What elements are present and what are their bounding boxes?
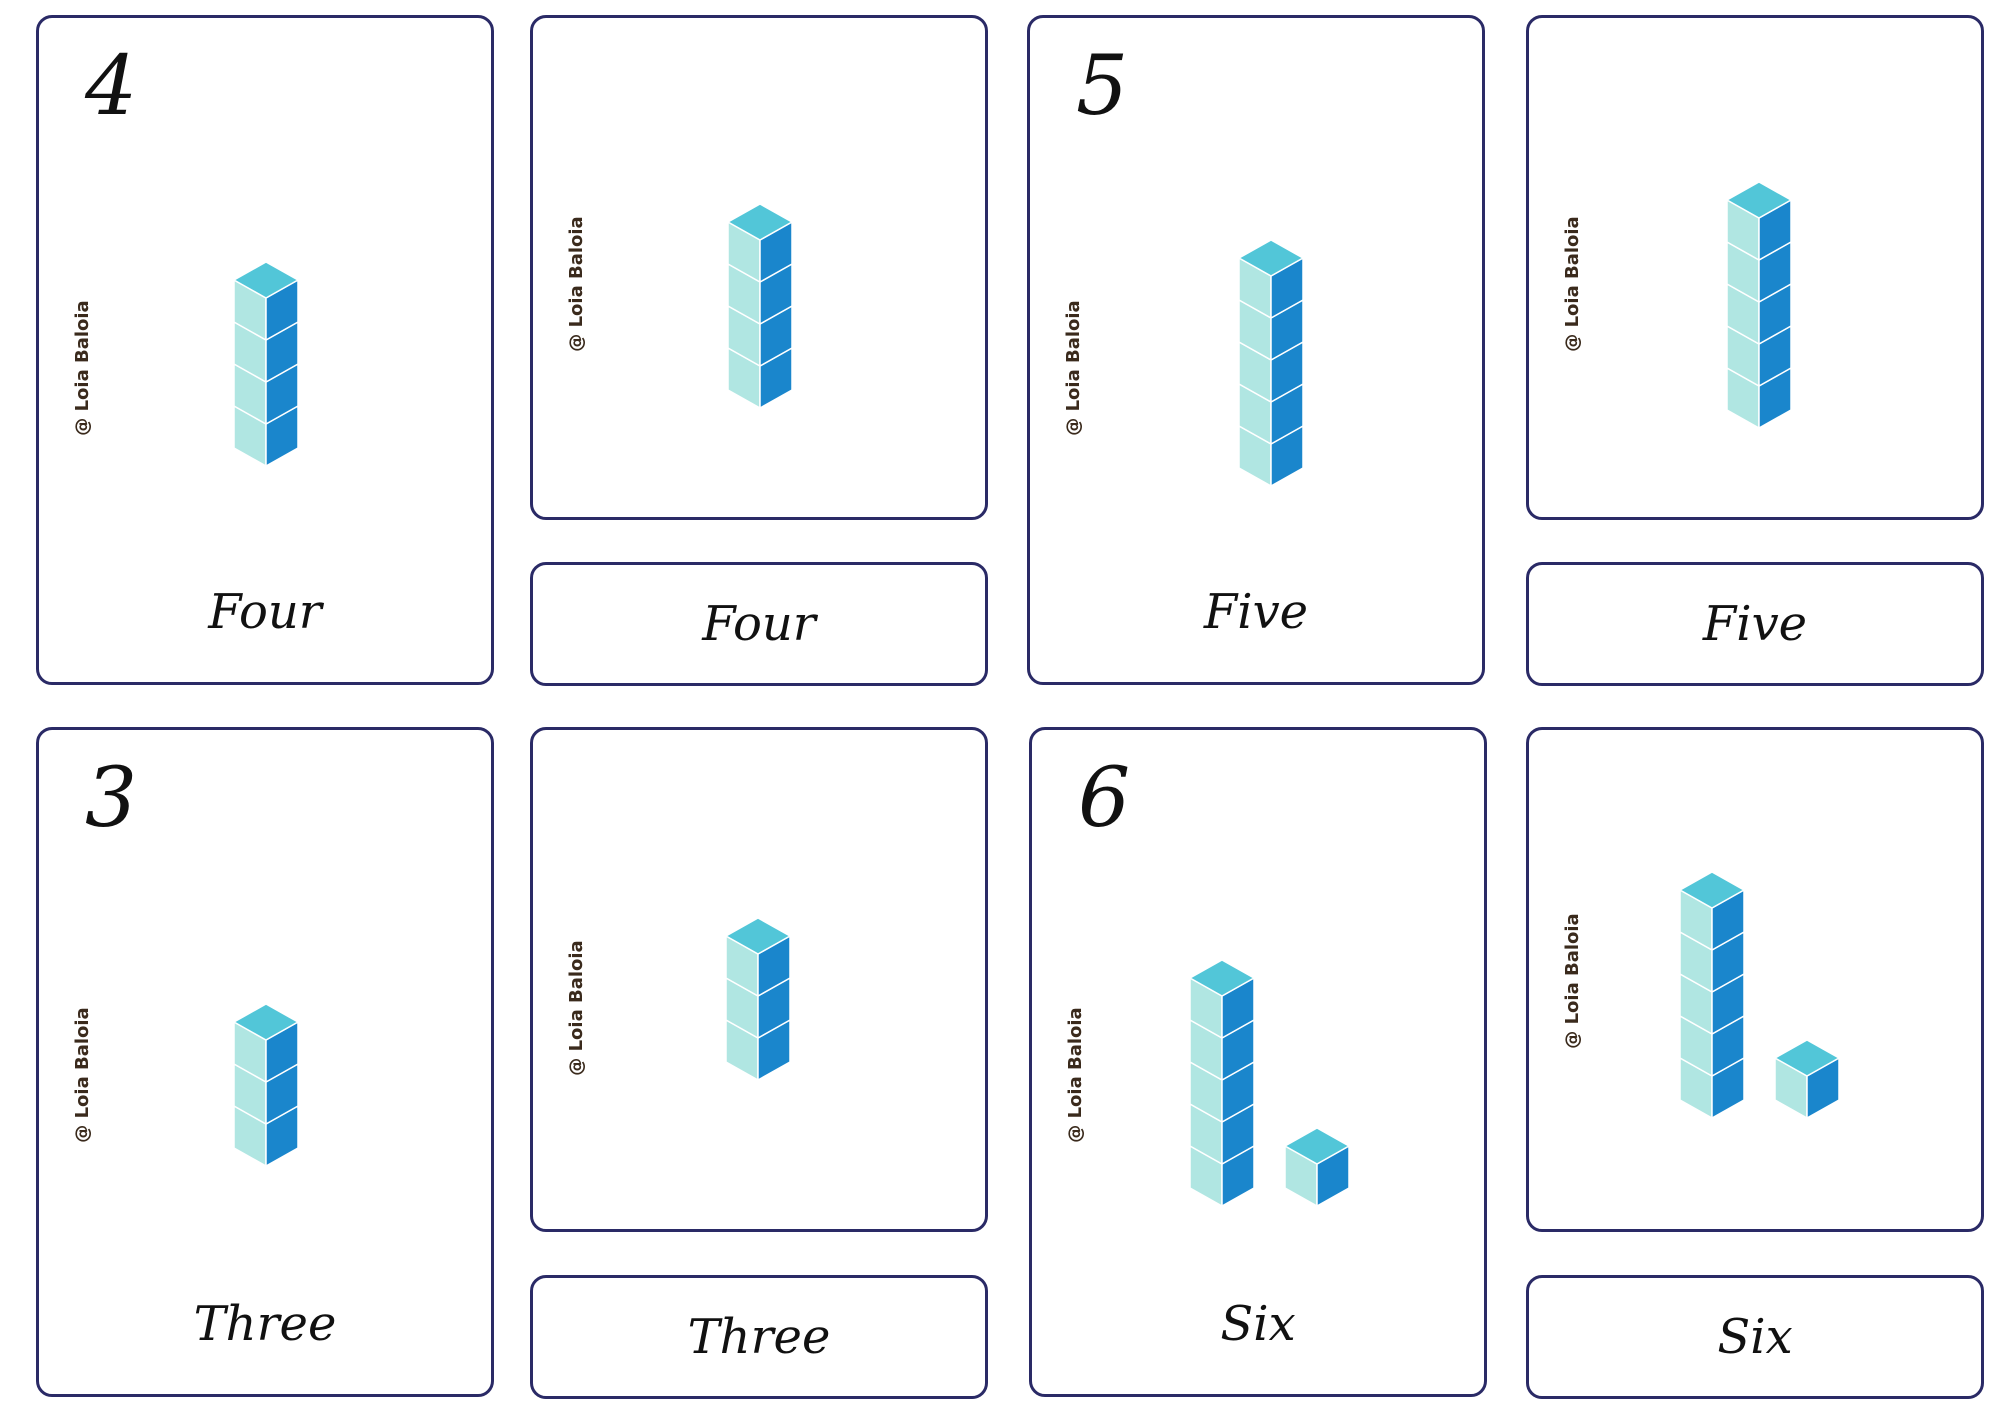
cube-tower-illustration: [727, 203, 793, 409]
number-card-three: 3 @ Loia Baloia Three: [36, 727, 494, 1397]
cube: [1726, 325, 1792, 387]
cube-top-face: [1726, 181, 1792, 219]
cube: [1189, 959, 1255, 1039]
cube: [727, 263, 793, 325]
number-word: Four: [702, 596, 816, 652]
cube: [1189, 1145, 1255, 1207]
number-word: Four: [208, 584, 322, 640]
word-strip-four: Four: [530, 562, 988, 686]
cube: [1679, 973, 1745, 1035]
word-strip-five: Five: [1526, 562, 1984, 686]
cube-tower-illustration: [1726, 181, 1792, 429]
cube: [233, 1003, 299, 1083]
cube: [1238, 341, 1304, 403]
cube-top-face: [1189, 959, 1255, 997]
number-word: Five: [1203, 584, 1309, 640]
cube-tower-illustration: [1238, 239, 1304, 487]
numeral: 3: [85, 751, 138, 846]
numeral: 4: [85, 39, 138, 134]
cube: [1189, 1061, 1255, 1123]
cube: [1238, 425, 1304, 487]
cube: [1679, 1015, 1745, 1077]
cube: [725, 977, 791, 1039]
cube-tower-illustration: [1679, 871, 1840, 1119]
cube: [1679, 871, 1745, 951]
numeral: 6: [1078, 751, 1131, 846]
number-word: Five: [1702, 596, 1808, 652]
picture-card-six: @ Loia Baloia: [1526, 727, 1984, 1232]
cube-top-face: [233, 1003, 299, 1041]
cube-tower-illustration: [1189, 959, 1350, 1207]
picture-card-four: @ Loia Baloia: [530, 15, 988, 520]
number-card-five: 5 @ Loia Baloia Five: [1027, 15, 1485, 685]
number-word: Six: [1220, 1296, 1296, 1352]
cube: [1774, 1039, 1840, 1119]
cube: [727, 203, 793, 283]
number-word: Three: [687, 1309, 831, 1365]
numeral: 5: [1076, 39, 1129, 134]
cube: [1726, 367, 1792, 429]
cube: [1726, 181, 1792, 261]
cube-top-face: [1284, 1127, 1350, 1165]
cube-top-face: [727, 203, 793, 241]
cube: [1189, 1019, 1255, 1081]
cube: [1284, 1127, 1350, 1207]
picture-card-five: @ Loia Baloia: [1526, 15, 1984, 520]
number-card-four: 4 @ Loia Baloia Four: [36, 15, 494, 685]
cube: [233, 1063, 299, 1125]
cube: [233, 405, 299, 467]
cube: [1679, 931, 1745, 993]
cube: [725, 1019, 791, 1081]
cube-tower-illustration: [233, 261, 299, 467]
number-card-six: 6 @ Loia Baloia Six: [1029, 727, 1487, 1397]
cube-top-face: [1679, 871, 1745, 909]
cube: [1726, 283, 1792, 345]
cube: [233, 261, 299, 341]
cube-top-face: [725, 917, 791, 955]
cube: [1238, 239, 1304, 319]
cube: [727, 305, 793, 367]
cube: [1726, 241, 1792, 303]
word-strip-six: Six: [1526, 1275, 1984, 1399]
cube-tower-illustration: [233, 1003, 299, 1167]
cube-tower-illustration: [725, 917, 791, 1081]
cube-top-face: [233, 261, 299, 299]
word-strip-three: Three: [530, 1275, 988, 1399]
number-word: Six: [1717, 1309, 1793, 1365]
picture-card-three: @ Loia Baloia: [530, 727, 988, 1232]
cube: [233, 1105, 299, 1167]
cube-top-face: [1238, 239, 1304, 277]
cube-top-face: [1774, 1039, 1840, 1077]
cube: [725, 917, 791, 997]
number-word: Three: [193, 1296, 337, 1352]
